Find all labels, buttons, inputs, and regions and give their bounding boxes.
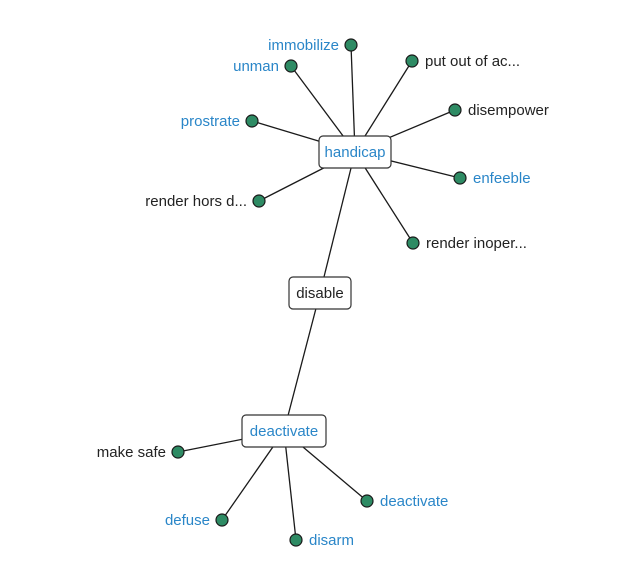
- leaf-dot[interactable]: [215, 513, 229, 527]
- leaf-dot[interactable]: [453, 171, 467, 185]
- leaf-dot[interactable]: [448, 103, 462, 117]
- leaf-label: render inoper...: [426, 235, 527, 252]
- leaf-node[interactable]: put out of ac...: [405, 53, 520, 70]
- hub-node-handicap[interactable]: handicap: [318, 135, 392, 169]
- edge-deactivate-disarm: [283, 430, 297, 541]
- leaf-label: disempower: [468, 102, 549, 119]
- leaf-dot[interactable]: [284, 59, 298, 73]
- hub-label[interactable]: deactivate: [250, 423, 318, 440]
- leaf-label[interactable]: enfeeble: [473, 170, 531, 187]
- hub-box[interactable]: [241, 414, 327, 448]
- leaf-dot[interactable]: [406, 236, 420, 250]
- hub-node-deactivate[interactable]: deactivate: [241, 414, 327, 448]
- leaf-node[interactable]: immobilize: [268, 37, 358, 54]
- leaf-label: put out of ac...: [425, 53, 520, 70]
- leaf-dot[interactable]: [360, 494, 374, 508]
- leaf-dot[interactable]: [245, 114, 259, 128]
- leaf-label[interactable]: deactivate: [380, 493, 448, 510]
- leaf-label[interactable]: prostrate: [181, 113, 240, 130]
- hub-label[interactable]: handicap: [325, 144, 386, 161]
- nodes: immobilize unman put out of ac... disempowe…: [97, 37, 549, 549]
- leaf-dot[interactable]: [344, 38, 358, 52]
- edge-handicap-immobilize: [350, 44, 356, 153]
- leaf-dot[interactable]: [405, 54, 419, 68]
- leaf-label[interactable]: defuse: [165, 512, 210, 529]
- leaf-node[interactable]: make safe: [97, 444, 185, 461]
- leaf-label[interactable]: unman: [233, 58, 279, 75]
- leaf-label[interactable]: disarm: [309, 532, 354, 549]
- leaf-node[interactable]: enfeeble: [453, 170, 531, 187]
- leaf-label[interactable]: immobilize: [268, 37, 339, 54]
- hub-node-disable[interactable]: disable: [288, 276, 352, 310]
- edge-handicap-disable: [319, 151, 356, 294]
- leaf-dot[interactable]: [171, 445, 185, 459]
- leaf-node[interactable]: disempower: [448, 102, 549, 119]
- leaf-node[interactable]: disarm: [289, 532, 354, 549]
- hub-label[interactable]: disable: [296, 285, 344, 302]
- hub-box[interactable]: [318, 135, 392, 169]
- leaf-node[interactable]: prostrate: [181, 113, 259, 130]
- hub-box[interactable]: [288, 276, 352, 310]
- leaf-dot[interactable]: [252, 194, 266, 208]
- leaf-node[interactable]: unman: [233, 58, 298, 75]
- leaf-node[interactable]: deactivate: [360, 493, 448, 510]
- edge-disable-deactivate: [283, 292, 321, 432]
- leaf-label: render hors d...: [145, 193, 247, 210]
- leaf-node[interactable]: defuse: [165, 512, 229, 529]
- leaf-dot[interactable]: [289, 533, 303, 547]
- leaf-node[interactable]: render inoper...: [406, 235, 527, 252]
- leaf-label: make safe: [97, 444, 166, 461]
- leaf-node[interactable]: render hors d...: [145, 193, 266, 210]
